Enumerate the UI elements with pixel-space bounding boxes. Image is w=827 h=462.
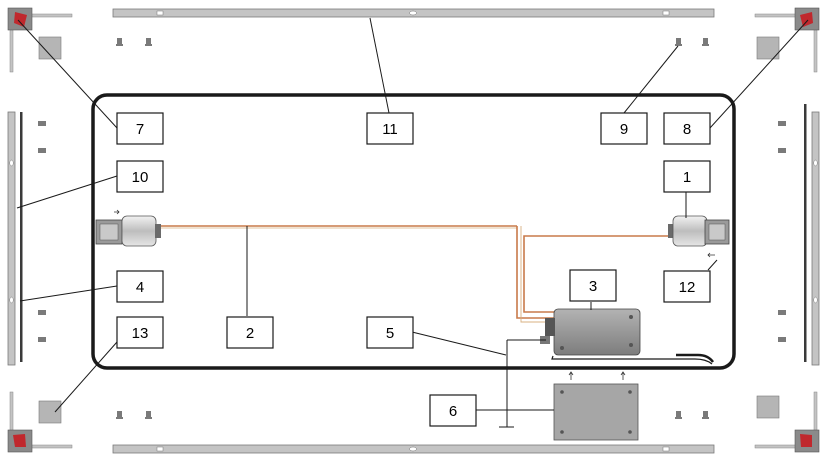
callout-box [116, 160, 164, 193]
leader-6-bracket [499, 339, 546, 428]
callout-box [366, 316, 414, 349]
callout-3: 3 [569, 269, 617, 302]
callout-label: 4 [136, 279, 144, 296]
callout-6: 6 [429, 394, 477, 427]
callout-box [600, 112, 648, 145]
callout-label: 13 [132, 325, 149, 342]
callout-box [663, 112, 711, 145]
main-frame [91, 93, 736, 370]
callout-1: 1 [663, 160, 711, 193]
callout-box [429, 394, 477, 427]
callout-box [366, 112, 414, 145]
callout-7: 7 [116, 112, 164, 145]
pad-bottom-right [756, 395, 780, 419]
left-motor [95, 209, 161, 247]
callout-9: 9 [600, 112, 648, 145]
callout-8: 8 [663, 112, 711, 145]
callout-12: 12 [663, 270, 711, 303]
callout-box [116, 270, 164, 303]
callout-box [226, 316, 274, 349]
mounting-plate [553, 371, 639, 441]
pad-top-left [38, 36, 62, 60]
callout-10: 10 [116, 160, 164, 193]
control-unit [540, 308, 641, 356]
callout-box [569, 269, 617, 302]
bottom-rail [112, 444, 715, 454]
callout-13: 13 [116, 316, 164, 349]
leader-lines [16, 17, 809, 413]
wiring-harness [160, 225, 715, 365]
callout-2: 2 [226, 316, 274, 349]
pad-bottom-left [38, 400, 62, 424]
callout-label: 3 [589, 278, 597, 295]
corner-bracket-top-left [7, 7, 73, 73]
callout-label: 1 [683, 169, 691, 186]
callout-box [116, 316, 164, 349]
callout-label: 9 [620, 121, 628, 138]
corner-bracket-bottom-right [754, 391, 820, 453]
callout-box [116, 112, 164, 145]
callout-label: 5 [386, 325, 394, 342]
callout-label: 7 [136, 121, 144, 138]
callout-5: 5 [366, 316, 414, 349]
top-rail [112, 8, 715, 18]
fasteners [38, 38, 786, 419]
left-rail [7, 111, 23, 366]
callout-label: 11 [382, 121, 398, 138]
right-motor [668, 215, 730, 258]
right-rail [804, 104, 820, 366]
callout-box [663, 160, 711, 193]
callout-box [663, 270, 711, 303]
callout-label: 8 [683, 121, 691, 138]
callout-label: 12 [679, 279, 696, 296]
corner-bracket-bottom-left [7, 391, 73, 453]
callout-label: 10 [132, 169, 149, 186]
callout-label: 2 [246, 325, 254, 342]
callout-label: 6 [449, 403, 457, 420]
callout-4: 4 [116, 270, 164, 303]
pad-top-right [756, 36, 780, 60]
corner-bracket-top-right [754, 7, 820, 73]
callout-11: 11 [366, 112, 414, 145]
